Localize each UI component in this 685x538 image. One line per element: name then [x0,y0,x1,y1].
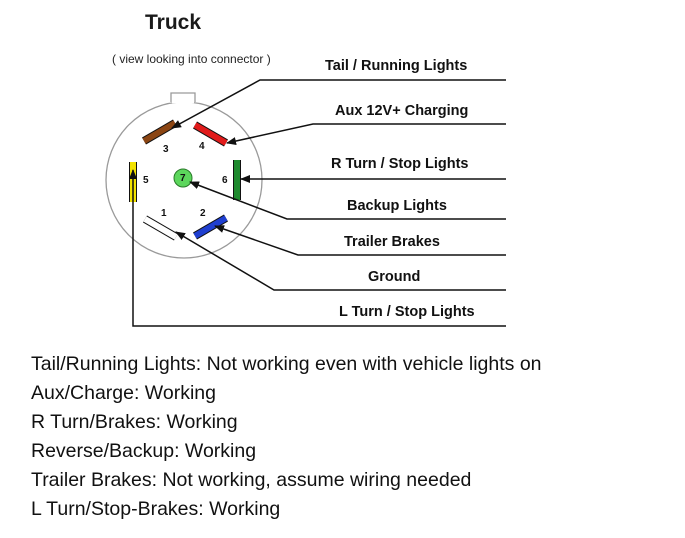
pin-number-5: 5 [143,175,149,186]
leader-tail-running [171,79,506,129]
pin-7-terminal [173,168,193,188]
leader-backup [189,181,506,220]
label-aux-charging: Aux 12V+ Charging [335,103,468,119]
leader-ground [175,231,506,291]
leader-l-turn [129,169,506,327]
note-trailer-brakes: Trailer Brakes: Not working, assume wiri… [31,469,472,491]
diagram-title: Truck [145,11,201,34]
label-tail-running-lights: Tail / Running Lights [325,58,467,74]
label-r-turn-stop: R Turn / Stop Lights [331,156,468,172]
connector-wiring-diagram: Truck ( view looking into connector ) 3 … [105,11,506,327]
pin-number-7: 7 [180,173,186,184]
pin-number-1: 1 [161,208,167,219]
pin-3-terminal [141,119,178,145]
connector-key-tab [170,92,196,102]
pin-number-3: 3 [163,144,169,155]
status-notes: Tail/Running Lights: Not working even wi… [31,350,542,524]
leader-trailer-brakes [214,225,506,256]
note-l-turn-stop-brakes: L Turn/Stop-Brakes: Working [31,498,281,520]
note-r-turn-brakes: R Turn/Brakes: Working [31,411,238,433]
note-aux-charge: Aux/Charge: Working [31,382,216,404]
note-reverse-backup: Reverse/Backup: Working [31,440,257,462]
pin-number-6: 6 [222,175,228,186]
pin-number-4: 4 [199,141,205,152]
note-tail-running: Tail/Running Lights: Not working even wi… [31,353,542,375]
leader-aux-charging [226,123,506,145]
label-l-turn-stop: L Turn / Stop Lights [339,304,475,320]
pin-number-2: 2 [200,208,206,219]
pin-2-terminal [192,214,229,240]
pin-4-terminal [192,121,229,147]
diagram-subtitle: ( view looking into connector ) [112,52,271,66]
pin-1-terminal [142,215,179,241]
label-ground: Ground [368,269,420,285]
label-trailer-brakes: Trailer Brakes [344,234,440,250]
label-backup-lights: Backup Lights [347,198,447,214]
